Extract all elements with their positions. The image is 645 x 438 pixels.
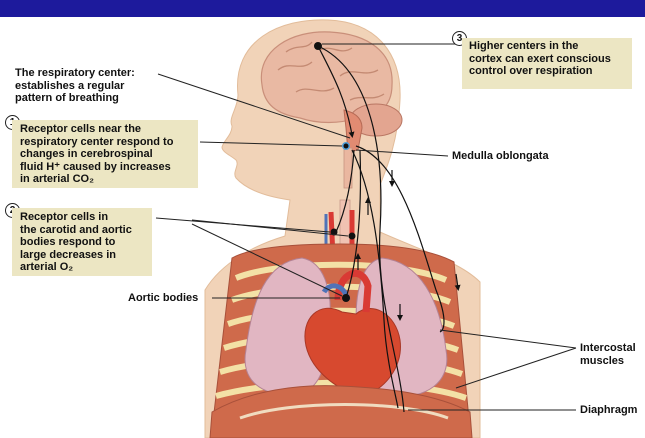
peripheral-line-1: Receptor cells in (20, 211, 132, 224)
diaphragm-label: Diaphragm (580, 404, 637, 417)
medulla-oblongata-label: Medulla oblongata (452, 150, 549, 163)
resp-center-line-1: The respiratory center: (15, 67, 135, 80)
resp-center-line-3: pattern of breathing (15, 92, 135, 105)
central-line-5: in arterial CO₂ (20, 173, 173, 186)
resp-center-line-2: establishes a regular (15, 80, 135, 93)
intercostal-line-1: Intercostal (580, 342, 636, 355)
intercostal-muscles-label: Intercostal muscles (580, 342, 636, 367)
central-line-4: fluid H⁺ caused by increases (20, 161, 173, 174)
central-line-2: respiratory center respond to (20, 136, 173, 149)
peripheral-receptor-callout-text: Receptor cells in the carotid and aortic… (20, 211, 132, 274)
intercostal-line-2: muscles (580, 355, 636, 368)
respiratory-center-label: The respiratory center: establishes a re… (15, 67, 135, 105)
cortex-node (314, 42, 322, 50)
aortic-bodies-label: Aortic bodies (128, 292, 198, 305)
aortic-body-node (342, 294, 350, 302)
cortex-line-1: Higher centers in the (469, 40, 611, 53)
peripheral-line-3: bodies respond to (20, 236, 132, 249)
cortex-line-2: cortex can exert conscious (469, 53, 611, 66)
central-receptor-callout-text: Receptor cells near the respiratory cent… (20, 123, 173, 186)
peripheral-line-2: the carotid and aortic (20, 224, 132, 237)
central-line-1: Receptor cells near the (20, 123, 173, 136)
central-line-3: changes in cerebrospinal (20, 148, 173, 161)
peripheral-line-5: arterial O₂ (20, 261, 132, 274)
carotid-node-right (349, 233, 356, 240)
peripheral-line-4: large decreases in (20, 249, 132, 262)
cortex-callout-text: Higher centers in the cortex can exert c… (469, 40, 611, 78)
medulla-node (344, 144, 349, 149)
cortex-line-3: control over respiration (469, 65, 611, 78)
